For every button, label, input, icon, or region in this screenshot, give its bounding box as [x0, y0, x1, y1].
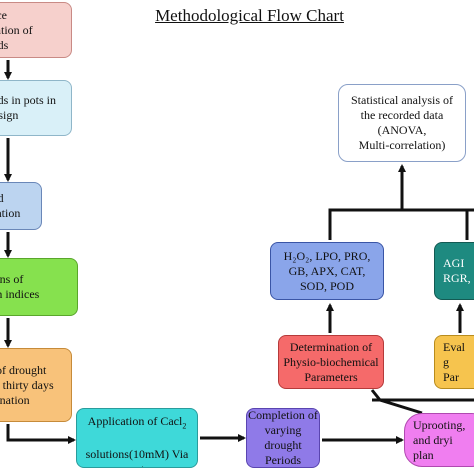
node-h2o2-label: H₂O₂, LPO, PRO, GB, APX, CAT, SOD, POD [283, 248, 371, 293]
node-germination-label: eed ination [0, 191, 21, 220]
arrow-drought-to-cacl2 [6, 424, 76, 444]
node-agr: AGI RGR, [434, 242, 474, 300]
node-sowing: eeds in pots in design [0, 80, 72, 136]
node-uprooting-label: Uprooting, and dryi plan [413, 417, 466, 462]
branch-line [328, 208, 474, 240]
arrow-uprooting-to-branch [370, 389, 423, 415]
node-indices-label: tions of ion indices [0, 272, 40, 301]
node-sowing-label: eeds in pots in design [0, 93, 56, 122]
node-cacl2-subscript: 2 [182, 421, 187, 431]
node-drought: n of drought ter thirty days mination [0, 348, 72, 422]
node-germination: eed ination [0, 182, 42, 230]
node-physio: Determination of Physio-biochemical Para… [278, 335, 384, 389]
node-indices: tions of ion indices [0, 258, 78, 316]
node-cacl2-label-line1: Application of Cacl [87, 414, 183, 429]
node-completion-label: Completion of varying drought Periods [248, 408, 318, 467]
node-eval: Eval g Par [434, 335, 474, 389]
node-uprooting: Uprooting, and dryi plan [404, 413, 474, 467]
node-cacl2: Application of Cacl2 solutions(10mM) Via… [76, 408, 198, 468]
page-title: Methodological Flow Chart [155, 6, 344, 25]
node-physio-label: Determination of Physio-biochemical Para… [283, 339, 379, 384]
node-drought-label: n of drought ter thirty days mination [0, 362, 54, 407]
node-h2o2: H₂O₂, LPO, PRO, GB, APX, CAT, SOD, POD [270, 242, 384, 300]
node-agr-label: AGI RGR, [443, 256, 471, 285]
node-seed-surface-label: face ization of eeds [0, 7, 33, 52]
node-cacl2-label-line2: solutions(10mM) Via roots [85, 446, 189, 467]
node-completion: Completion of varying drought Periods [246, 408, 320, 468]
node-stats: Statistical analysis of the recorded dat… [338, 84, 466, 162]
node-stats-label: Statistical analysis of the recorded dat… [351, 93, 453, 152]
node-seed-surface: face ization of eeds [0, 2, 72, 58]
node-eval-label: Eval g Par [443, 339, 465, 384]
